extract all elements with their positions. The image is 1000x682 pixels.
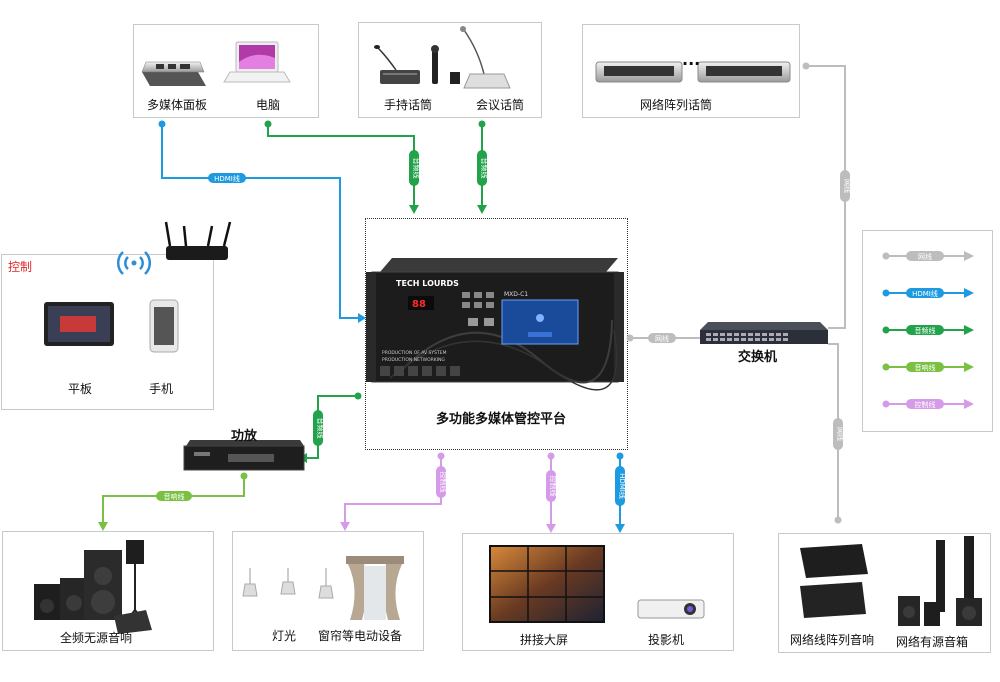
wire-network-array-mic (806, 65, 846, 329)
wire-pill-net-speakers: 网线 (833, 418, 845, 450)
wire-hdmi-panel (161, 124, 358, 319)
network-active-speaker-icon (898, 536, 982, 626)
pc-label: 电脑 (256, 98, 281, 112)
legend-item: 音频线 (882, 325, 974, 335)
array-mic-icon (595, 61, 791, 83)
panel-label: 多媒体面板 (147, 98, 208, 112)
pill-text: 网线 (836, 427, 845, 441)
platform-title: 多功能多媒体管控平台 (436, 412, 567, 427)
curtain-label: 窗帘等电动设备 (318, 629, 403, 643)
network-array-speaker-label: 网络线阵列音响 (790, 633, 875, 647)
wire-pill-net-switch: 网线 (648, 333, 676, 343)
network-active-speaker-label: 网络有源音箱 (896, 635, 969, 649)
wire-ends (98, 62, 842, 533)
passive-speakers-label: 全频无源音响 (60, 631, 133, 645)
pill-text: 网线 (843, 179, 852, 193)
wifi-icon (116, 251, 152, 275)
legend-item: 控制线 (882, 399, 974, 409)
platform-front-text-1: PRODUCTION OF AV SYSTEM (382, 350, 447, 356)
tablet-label: 平板 (68, 382, 93, 396)
pill-text: HDMI线 (618, 473, 627, 499)
platform-box (365, 218, 628, 450)
pill-text: 音频线 (480, 158, 489, 179)
switch-icon (700, 322, 828, 344)
platform-model: MXD-C1 (504, 291, 528, 298)
phone-icon (149, 299, 179, 353)
curtain-icon (346, 556, 404, 620)
tablet-icon (44, 302, 114, 346)
multimedia-panel-icon (141, 61, 206, 86)
conference-mic-icon (460, 26, 511, 89)
legend-label: 控制线 (915, 400, 936, 409)
handheld-mic-icon (374, 45, 460, 84)
legend-item: 网线 (882, 251, 974, 261)
pill-text: 音频线 (412, 158, 421, 179)
legend-item: HDMI线 (882, 288, 974, 298)
pill-text: 控制线 (439, 472, 448, 493)
conference-mic-label: 会议话筒 (476, 98, 525, 112)
legend-label: 音响线 (915, 363, 936, 372)
platform-device-icon (366, 258, 624, 391)
legend-label: 音频线 (915, 326, 936, 335)
videowall-icon (489, 545, 605, 623)
pill-text: 音响线 (164, 492, 185, 501)
projector-label: 投影机 (648, 633, 685, 647)
legend-label: HDMI线 (912, 289, 938, 298)
passive-speakers-icon (34, 540, 152, 634)
wire-network-speakers (828, 343, 839, 520)
legend-item: 音响线 (882, 362, 974, 372)
control-title: 控制 (8, 260, 33, 274)
pill-text: 音频线 (316, 418, 325, 439)
wire-pill-ctl-wall: 控制线 (546, 470, 558, 502)
pill-text: 控制线 (549, 476, 558, 497)
projector-icon (637, 599, 705, 619)
wire-pill-hdmi-projector: HDMI线 (615, 466, 627, 506)
platform-front-text-2: PRODUCTION NETWORKING (382, 357, 445, 363)
wire-pill-audio-pc: 音频线 (409, 150, 421, 186)
phone-label: 手机 (149, 382, 174, 396)
handheld-mic-label: 手持话筒 (384, 98, 433, 112)
videowall-label: 拼接大屏 (520, 633, 569, 647)
lights-icon (242, 568, 334, 599)
array-mic-ellipsis: ... (682, 50, 701, 69)
platform-brand: TECH LOURDS (396, 279, 459, 288)
pill-text: HDMI线 (214, 174, 240, 183)
legend-label: 网线 (918, 252, 932, 261)
array-mic-label: 网络阵列话筒 (640, 98, 713, 112)
wire-pill-hdmi-panel: HDMI线 (208, 173, 246, 183)
lights-label: 灯光 (272, 629, 297, 643)
amplifier-icon (183, 440, 305, 471)
wire-pill-speaker: 音响线 (156, 491, 192, 501)
wire-control-lights (344, 456, 442, 524)
platform-display-digits: 88 (412, 299, 426, 310)
network-array-speaker-icon (800, 544, 868, 618)
wire-pill-audio-amp: 音频线 (313, 410, 325, 446)
wire-pill-audio-mic: 音频线 (477, 150, 489, 186)
router-icon (164, 221, 232, 260)
amp-label: 功放 (231, 429, 258, 444)
switch-label: 交换机 (738, 350, 778, 365)
laptop-icon (223, 41, 291, 83)
wire-pill-ctl-lights: 控制线 (436, 466, 448, 498)
wire-pill-net-array: 网线 (840, 170, 852, 202)
pill-text: 网线 (655, 334, 669, 343)
